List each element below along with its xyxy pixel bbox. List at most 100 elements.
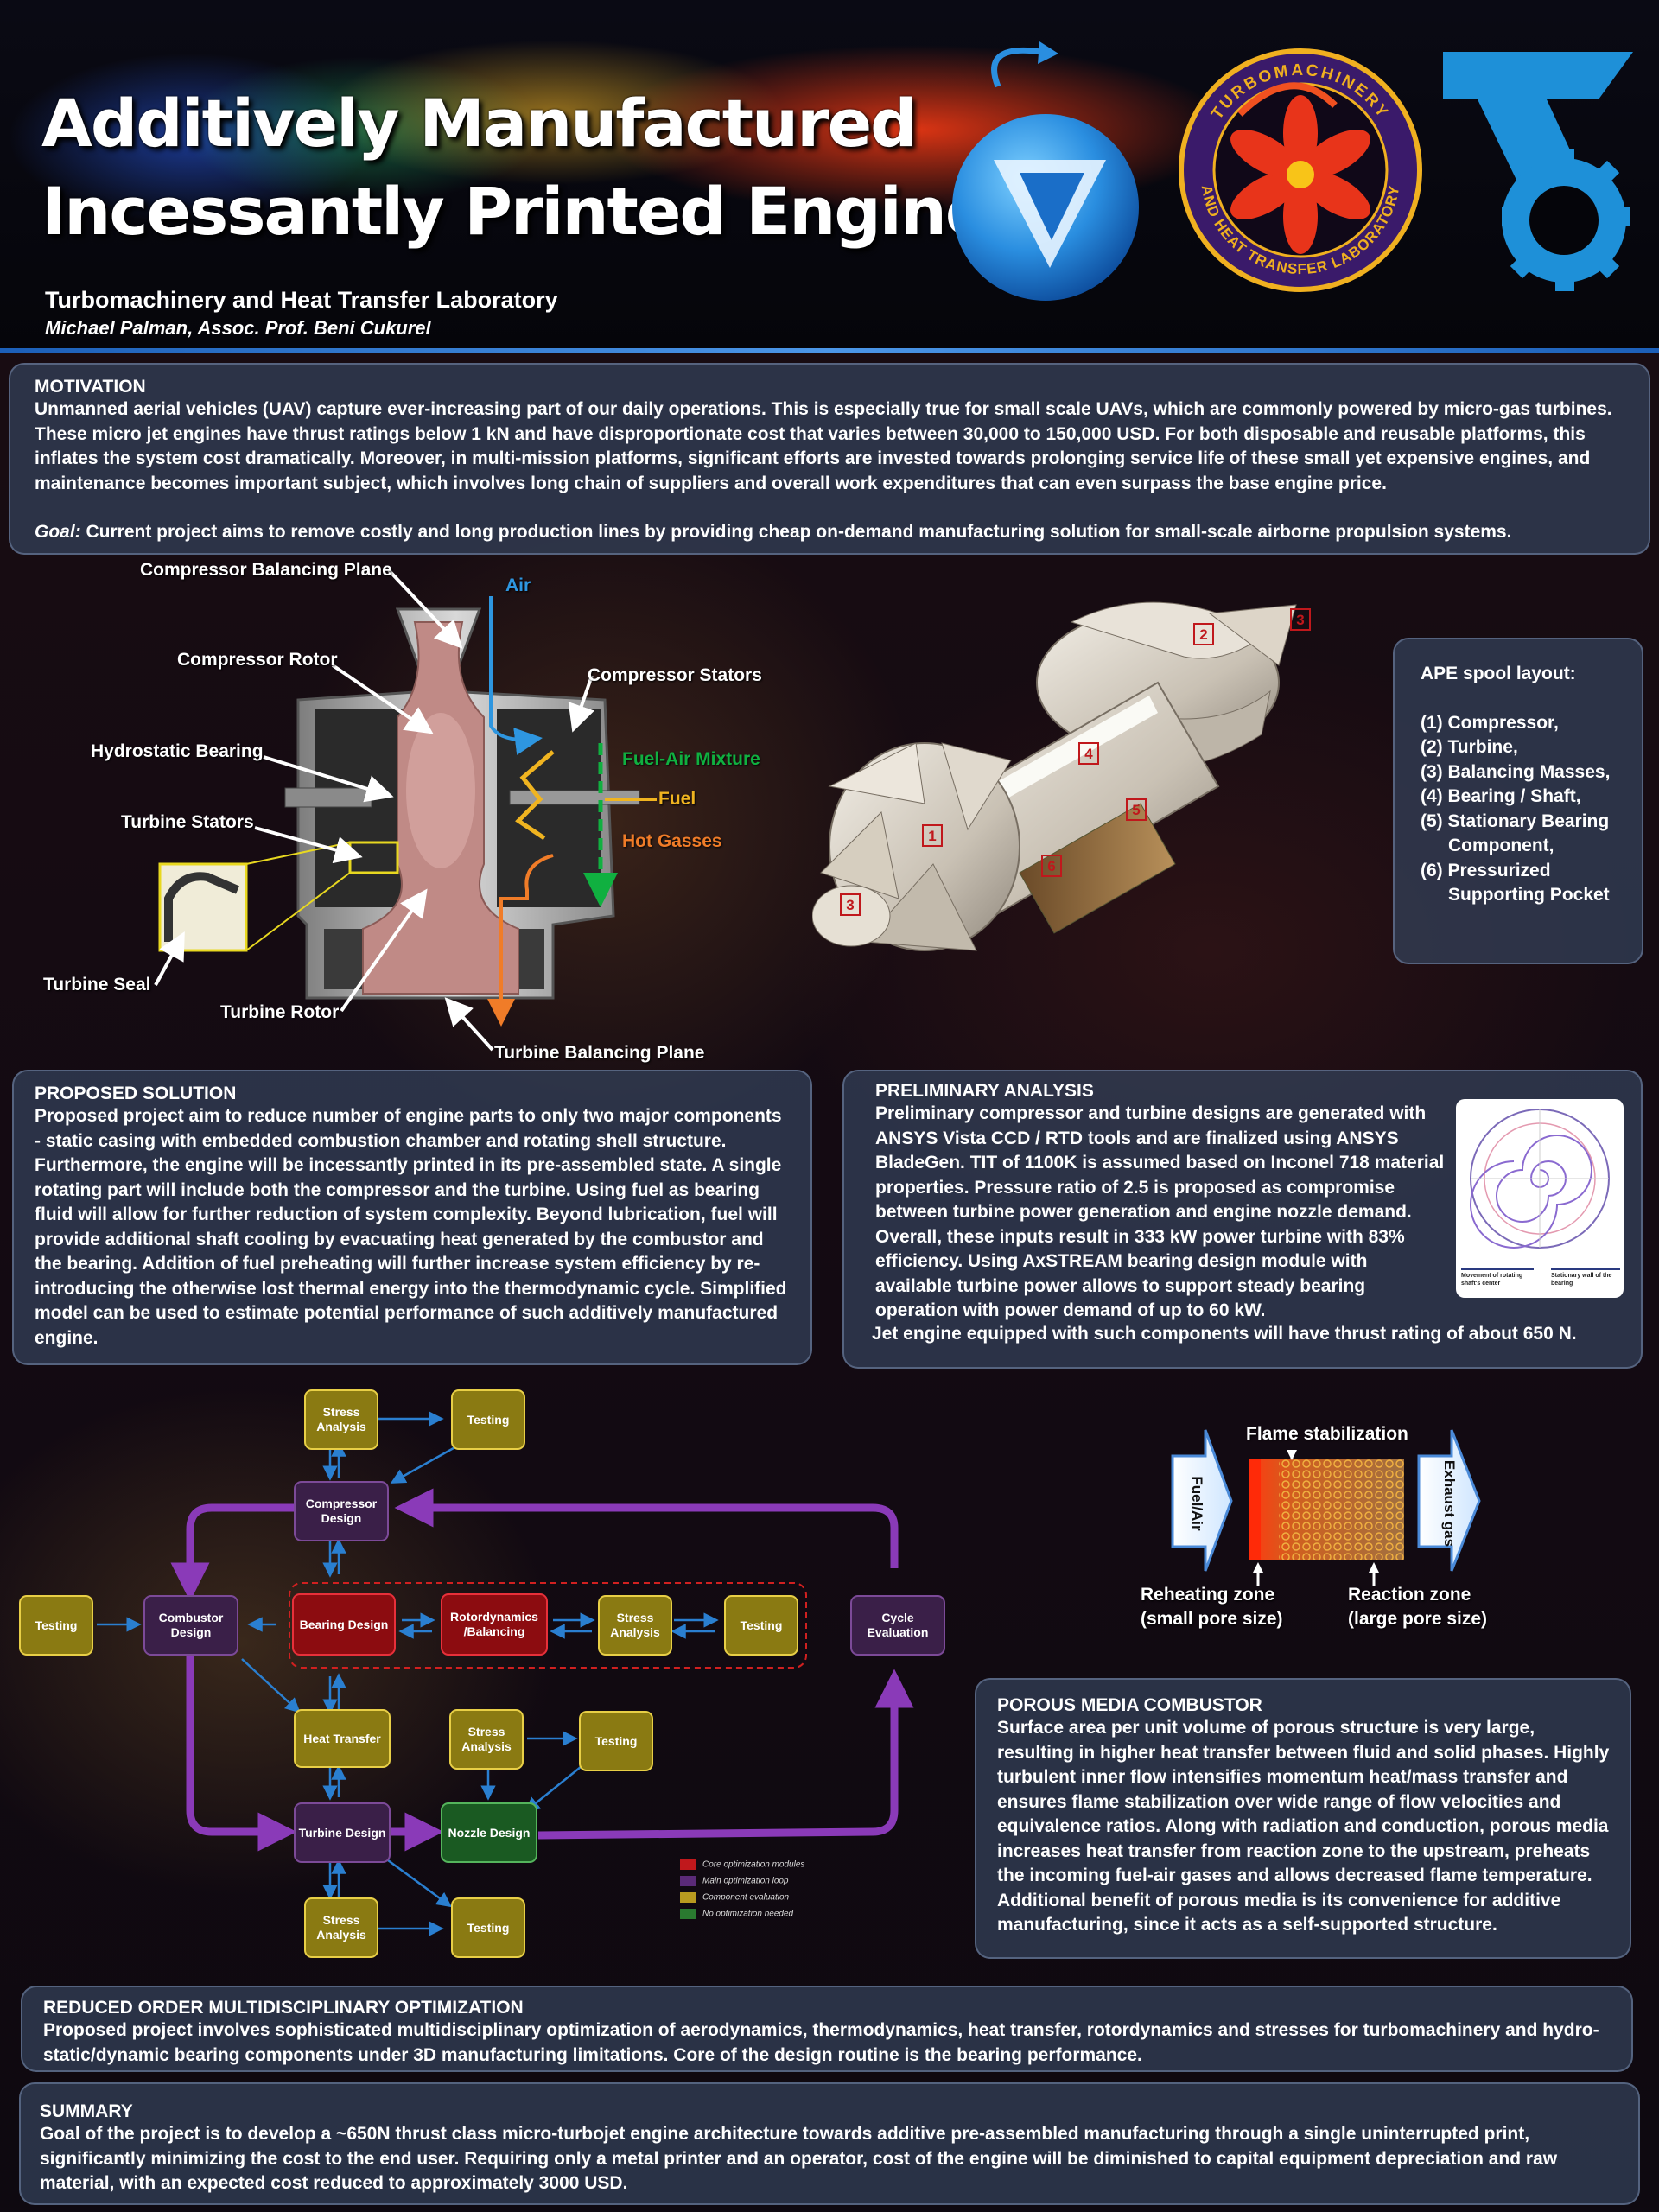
flow-testing-left: Testing: [19, 1595, 93, 1656]
flow-rotordynamics: Rotordynamics /Balancing: [441, 1593, 548, 1656]
spool-marker-5: 5: [1132, 802, 1140, 818]
flow-turbine-design: Turbine Design: [294, 1802, 391, 1863]
reduced-order-panel: REDUCED ORDER MULTIDISCIPLINARY OPTIMIZA…: [21, 1986, 1633, 2072]
preliminary-last-line: Jet engine equipped with such components…: [872, 1323, 1577, 1344]
label-turbine-balancing-plane: Turbine Balancing Plane: [494, 1043, 705, 1063]
legend-main: Main optimization loop: [702, 1876, 789, 1886]
proposed-heading: PROPOSED SOLUTION: [35, 1084, 237, 1103]
preliminary-analysis-panel: PRELIMINARY ANALYSIS Preliminary compres…: [842, 1070, 1643, 1369]
spool-marker-1: 1: [928, 828, 936, 844]
flow-stress-analysis-nozzle: Stress Analysis: [449, 1709, 524, 1770]
technion-logo: [1443, 52, 1633, 291]
legend-swatch-main: [680, 1876, 696, 1886]
label-fuel-air-mixture: Fuel-Air Mixture: [622, 749, 760, 769]
flow-compressor-design: Compressor Design: [294, 1481, 389, 1541]
spool-item-4: (4) Bearing / Shaft,: [1421, 786, 1581, 806]
legend-swatch-component: [680, 1892, 696, 1903]
flow-cycle-evaluation: Cycle Evaluation: [850, 1595, 945, 1656]
label-compressor-balancing-plane: Compressor Balancing Plane: [140, 560, 392, 580]
spool-heading: APE spool layout:: [1421, 664, 1576, 683]
reduced-heading: REDUCED ORDER MULTIDISCIPLINARY OPTIMIZA…: [43, 1998, 524, 2018]
poster-title-line2: Incessantly Printed Engine: [41, 173, 989, 250]
label-hot-gasses: Hot Gasses: [622, 831, 722, 851]
summary-panel: SUMMARY Goal of the project is to develo…: [19, 2082, 1640, 2205]
motivation-body: Unmanned aerial vehicles (UAV) capture e…: [35, 399, 1612, 493]
label-turbine-stators: Turbine Stators: [121, 812, 254, 832]
spool-item-6-cont: Supporting Pocket: [1448, 885, 1610, 905]
flow-nozzle-design: Nozzle Design: [441, 1802, 537, 1863]
porous-heading: POROUS MEDIA COMBUSTOR: [997, 1695, 1262, 1715]
spool-item-5-cont: Component,: [1448, 836, 1554, 855]
porous-media-panel: POROUS MEDIA COMBUSTOR Surface area per …: [975, 1678, 1631, 1959]
flow-testing-bottom: Testing: [451, 1897, 525, 1958]
motivation-panel: MOTIVATION Unmanned aerial vehicles (UAV…: [9, 363, 1650, 555]
flowchart-legend: Core optimization modules Main optimizat…: [680, 1859, 853, 1929]
combustor-fuel-air: Fuel/Air: [1189, 1476, 1205, 1531]
label-fuel: Fuel: [658, 789, 696, 809]
spool-render: 1 2 3 3 4 5 6: [812, 601, 1311, 951]
combustor-reheating-sub: (small pore size): [1141, 1609, 1283, 1629]
summary-heading: SUMMARY: [40, 2101, 133, 2121]
bearing-orbit-inset: Movement of rotating shaft's center Stat…: [1456, 1099, 1624, 1298]
flowchart-connectors: [97, 1411, 914, 1936]
flow-testing-top: Testing: [451, 1389, 525, 1450]
motivation-heading: MOTIVATION: [35, 377, 146, 397]
inset-caption-right: Stationary wall of the bearing: [1551, 1268, 1620, 1287]
flow-bearing-design: Bearing Design: [292, 1593, 396, 1656]
summary-body: Goal of the project is to develop a ~650…: [40, 2124, 1558, 2193]
label-hydrostatic-bearing: Hydrostatic Bearing: [91, 741, 264, 761]
label-turbine-rotor: Turbine Rotor: [220, 1002, 340, 1022]
authors: Michael Palman, Assoc. Prof. Beni Cukure…: [45, 317, 431, 339]
flow-stress-analysis-bottom: Stress Analysis: [304, 1897, 378, 1958]
spool-item-1: (1) Compressor,: [1421, 712, 1559, 733]
label-turbine-seal: Turbine Seal: [43, 975, 151, 995]
reduced-body: Proposed project involves sophisticated …: [43, 2020, 1599, 2065]
goal-line: Goal: Current project aims to remove cos…: [35, 520, 1624, 545]
poster-title-line1: Additively Manufactured: [41, 85, 918, 162]
spool-marker-6: 6: [1047, 858, 1055, 874]
spool-layout-panel: APE spool layout: (1) Compressor, (2) Tu…: [1393, 638, 1643, 964]
label-compressor-rotor: Compressor Rotor: [177, 650, 338, 670]
legend-core: Core optimization modules: [702, 1859, 805, 1870]
flow-testing-mid: Testing: [724, 1595, 798, 1656]
spool-marker-3-bottom: 3: [846, 897, 854, 913]
combustor-exhaust-gas: Exhaust gas: [1441, 1460, 1458, 1547]
preliminary-heading: PRELIMINARY ANALYSIS: [875, 1081, 1094, 1101]
flow-stress-analysis-top: Stress Analysis: [304, 1389, 378, 1450]
spool-item-5: (5) Stationary Bearing: [1421, 810, 1610, 831]
legend-swatch-core: [680, 1859, 696, 1870]
spool-item-2: (2) Turbine,: [1421, 737, 1518, 757]
combustor-flame-stabilization: Flame stabilization: [1246, 1424, 1408, 1444]
spool-item-6: (6) Pressurized: [1421, 860, 1551, 880]
proposed-solution-panel: PROPOSED SOLUTION Proposed project aim t…: [12, 1070, 812, 1365]
porous-body: Surface area per unit volume of porous s…: [997, 1718, 1610, 1935]
spool-item-3: (3) Balancing Masses,: [1421, 761, 1611, 782]
flow-stress-analysis-mid: Stress Analysis: [598, 1595, 672, 1656]
porous-combustor-figure: Fuel/Air Exhaust gas: [1171, 1429, 1481, 1586]
engine-cross-section: [154, 569, 657, 1052]
legend-none: No optimization needed: [702, 1909, 794, 1919]
label-air: Air: [505, 575, 531, 595]
turbo-lab-logo: TURBOMACHINERY AND HEAT TRANSFER LABORAT…: [1179, 48, 1422, 292]
goal-text: Current project aims to remove costly an…: [80, 522, 1512, 542]
legend-swatch-none: [680, 1909, 696, 1919]
combustor-reheating-zone: Reheating zone: [1141, 1585, 1275, 1605]
spool-marker-4: 4: [1084, 746, 1093, 762]
legend-component: Component evaluation: [702, 1892, 790, 1903]
project-sphere-logo: [952, 41, 1139, 301]
poster-header: Additively Manufactured Incessantly Prin…: [0, 0, 1659, 353]
spool-marker-2: 2: [1199, 626, 1207, 643]
flow-testing-nozzle: Testing: [579, 1711, 653, 1771]
flow-combustor-design: Combustor Design: [143, 1595, 238, 1656]
goal-label: Goal:: [35, 522, 81, 542]
preliminary-body: Preliminary compressor and turbine desig…: [875, 1103, 1445, 1320]
orbit-plot: [1470, 1109, 1610, 1249]
combustor-reaction-sub: (large pore size): [1348, 1609, 1488, 1629]
proposed-body: Proposed project aim to reduce number of…: [35, 1106, 787, 1348]
inset-caption-left: Movement of rotating shaft's center: [1461, 1268, 1534, 1287]
spool-marker-3-top: 3: [1296, 612, 1304, 628]
flow-heat-transfer: Heat Transfer: [294, 1709, 391, 1768]
lab-name: Turbomachinery and Heat Transfer Laborat…: [45, 287, 558, 313]
label-compressor-stators: Compressor Stators: [588, 665, 762, 685]
combustor-reaction-zone: Reaction zone: [1348, 1585, 1471, 1605]
